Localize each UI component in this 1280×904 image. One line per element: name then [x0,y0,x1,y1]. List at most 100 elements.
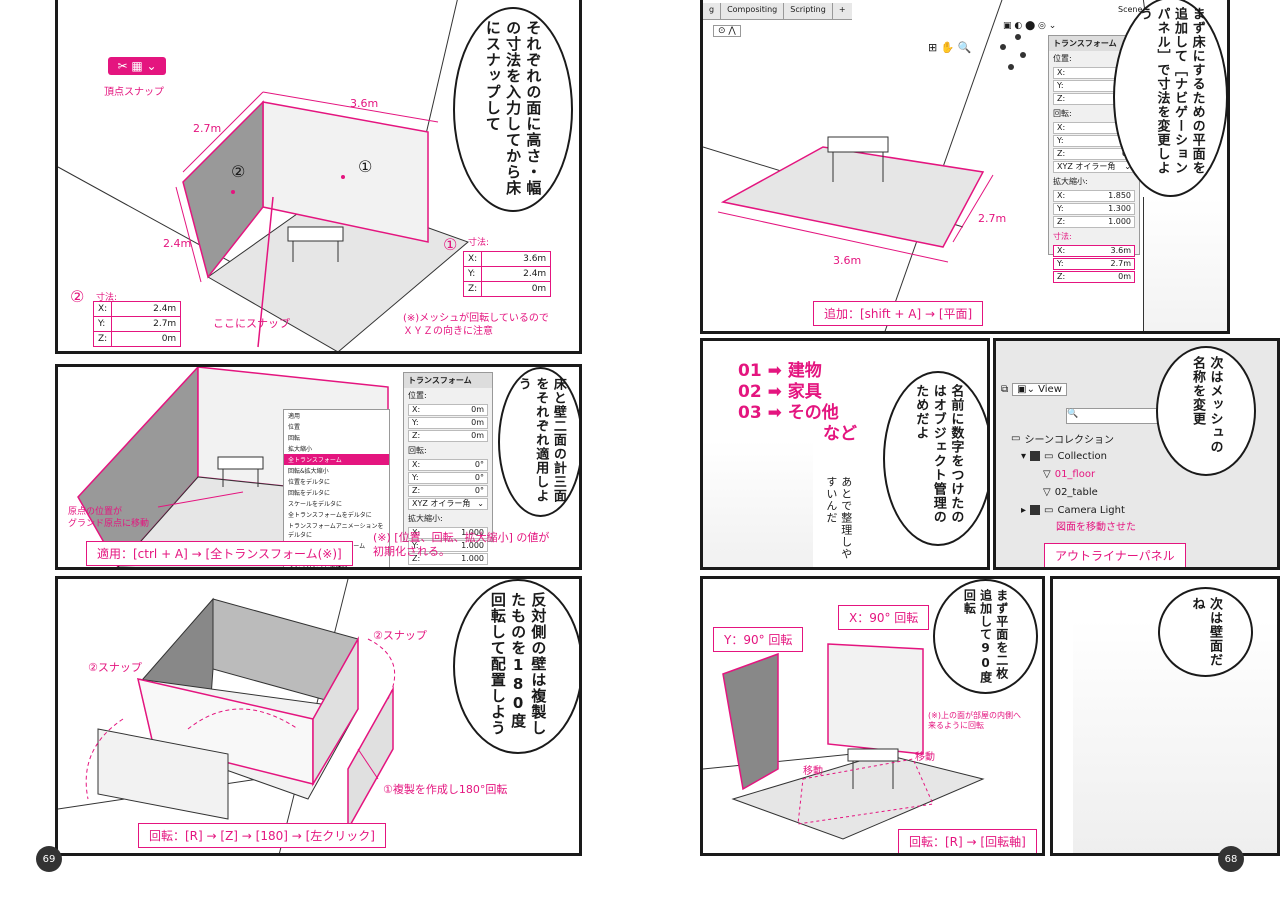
add-plane-caption: 追加：[shift + A] → [平面] [813,301,984,326]
camera-light-row[interactable]: ▸ ▭ Camera Light [1021,504,1125,516]
dim-table-1-title: 寸法: [468,238,490,248]
snap-label: 頂点スナップ [104,87,164,98]
move-label-1: 移動 [803,766,823,777]
speech-bubble: 床と壁二面の計三面をそれぞれ適用しよう [498,367,579,517]
outliner-search[interactable]: 🔍 [1066,408,1168,424]
left-panel-1: ✂ ▦ ⌄ 頂点スナップ 3.6m 2.7m 2.4m ① ② それぞれの面に高… [55,0,582,354]
page-number-69: 69 [36,846,62,872]
shading-toolbar: ▣ ◐ ⬤ ◎ ⌄ [1003,21,1057,31]
menu-item[interactable]: 位置をデルタに [288,479,331,486]
bubble-text: 反対側の壁は複製したものを180度回転して配置しよう [488,591,548,736]
page-number-68: 68 [1218,846,1244,872]
speech-bubble: まず平面を二枚追加して90度回転 [933,579,1038,694]
dim-height-label: 2.4m [163,237,192,250]
tab-add[interactable]: + [838,5,846,14]
speech-bubble: 次はメッシュの名称を変更 [1156,346,1256,476]
rotate-caption: 回転：[R] → [Z] → [180] → [左クリック] [138,823,386,848]
bubble-text: 床と壁二面の計三面をそれぞれ適用しよう [515,377,566,503]
apply-caption: 適用：[ctrl + A] → [全トランスフォーム(※)] [86,541,353,566]
bubble-text: それぞれの面に高さ・幅の寸法を入力してから床にスナップして [483,19,543,196]
rotation-note: (※)メッシュが回転しているので ＸＹＺの向きに注意 [403,313,549,337]
dim-table-2-title: 寸法: [96,293,118,303]
bubble-text: まず平面を二枚追加して90度回転 [962,589,1009,684]
right-panel-4: X：90° 回転 Y：90° 回転 まず平面を二枚追加して90度回転 (※)上の… [700,576,1045,856]
apply-note: (※) [位置、回転、拡大縮小] の値が 初期化される。 [373,531,550,559]
bubble-text: 名前に数字をつけたのはオブジェクト管理のためだよ [913,383,964,524]
bubble-text: 次はメッシュの名称を変更 [1190,356,1223,454]
naming-list: 01 ➡ 建物 02 ➡ 家具 03 ➡ その他 など [738,361,857,444]
tab-scripting[interactable]: Scripting [784,3,833,19]
menu-item[interactable]: 回転 [288,435,301,442]
outliner-caption: アウトライナーパネル [1044,543,1186,567]
apply-menu[interactable]: 適用 位置 回転 拡大縮小 全トランスフォーム 回転&拡大縮小 位置をデルタに … [283,409,390,570]
transform-panel-left: トランスフォーム 位置: X:0m Y:0m Z:0m 回転: X:0° Y:0… [403,372,493,565]
rotate-axis-caption: 回転：[R] → [回転軸] [898,829,1037,853]
table-row[interactable]: ▽ 02_table [1043,486,1098,498]
snap-left-label: ②スナップ [88,661,142,674]
viewport-toolbar: ⊙ ⋀ [713,25,741,37]
dim-table-1-num: ① [443,235,458,254]
dim-table-2-num: ② [70,287,85,306]
right-panel-2: 01 ➡ 建物 02 ➡ 家具 03 ➡ その他 など 名前に数字をつけたのはオ… [700,338,990,570]
tab-compositing[interactable]: Compositing [721,3,785,19]
dim-x-label: 3.6m [833,254,862,267]
x-rotate-label: X：90° 回転 [838,605,930,630]
tab[interactable]: g [703,3,722,19]
speech-bubble: 次は壁面だね [1158,587,1253,677]
aside-text: あとで整理しやすいんだ [824,476,853,560]
transform-header: トランスフォーム [404,373,492,388]
floor-row[interactable]: ▽ 01_floor [1043,468,1096,480]
rotation-direction-note: (※)上の面が部屋の内側へ 来るように回転 [928,711,1021,731]
collection-row[interactable]: ▾ ▭ Collection [1021,450,1107,462]
snap-right-label: ②スナップ [373,629,427,642]
move-label-2: 移動 [915,752,935,763]
scene-label[interactable]: Scene [1118,5,1143,14]
snap-icon: ✂ ▦ ⌄ [108,57,166,75]
speech-bubble: 反対側の壁は複製したものを180度回転して配置しよう [453,579,579,754]
snap-here-label: ここにスナップ [213,317,290,330]
left-panel-2: 適用 位置 回転 拡大縮小 全トランスフォーム 回転&拡大縮小 位置をデルタに … [55,364,582,570]
menu-item[interactable]: 全トランスフォームをデルタに [288,512,372,519]
character-portrait [703,441,813,567]
face-2-label: ② [231,162,246,181]
bubble-text: 次は壁面だね [1189,597,1223,667]
speech-bubble: 名前に数字をつけたのはオブジェクト管理のためだよ [883,371,987,546]
left-panel-3: ②スナップ ②スナップ ①複製を作成し180°回転 反対側の壁は複製したものを1… [55,576,582,856]
origin-note: 原点の位置が グランド原点に移動 [68,507,150,529]
apply-menu-title: 適用 [288,413,301,420]
menu-item-all-transforms[interactable]: 全トランスフォーム [284,454,389,465]
duplicate-note: ①複製を作成し180°回転 [383,783,508,796]
view-dropdown[interactable]: ▣⌄ View [1012,383,1067,396]
duplicate-illustration [58,579,396,853]
dim-width-label: 3.6m [350,97,379,110]
dim-table-1: X:3.6m Y:2.4m Z:0m [462,251,552,297]
right-panel-1: g Compositing Scripting + Scene ⊙ ⋀ ▣ ◐ … [700,0,1230,334]
dim-depth-label: 2.7m [193,122,222,135]
transform-header: トランスフォーム [1049,36,1139,51]
speech-bubble: それぞれの面に高さ・幅の寸法を入力してから床にスナップして [453,7,573,212]
blender-tabs: g Compositing Scripting + [703,3,852,20]
outliner-toolbar: ⧉ ▣⌄ View [1001,383,1067,396]
scene-collection-row[interactable]: ▭ シーンコレクション [1011,432,1114,446]
right-panel-3: ⧉ ▣⌄ View 🔍 ▭ シーンコレクション ▾ ▭ Collection ▽… [993,338,1280,570]
walls-illustration [703,643,985,840]
right-panel-5: 次は壁面だね [1050,576,1280,856]
menu-item[interactable]: 回転をデルタに [288,490,331,497]
copy-icon[interactable]: ⧉ [1001,384,1009,395]
bubble-text: まず床にするための平面を追加して［ナビゲーションパネル］で寸法を変更しよう [1136,7,1205,175]
face-1-label: ① [358,157,373,176]
menu-item[interactable]: スケールをデルタに [288,501,343,508]
room-illustration [58,0,469,351]
character-portrait [1143,197,1227,331]
menu-item[interactable]: 位置 [288,424,301,431]
dim-table-2: X:2.4m Y:2.7m Z:0m [92,301,182,347]
menu-item[interactable]: 回転&拡大縮小 [288,468,329,475]
menu-item[interactable]: 拡大縮小 [288,446,313,453]
outliner-list: ▭ シーンコレクション ▾ ▭ Collection ▽ 01_floor ▽ … [1011,429,1276,519]
dim-y-label: 2.7m [978,212,1007,225]
menu-item[interactable]: トランスフォームアニメーションをデルタに [288,523,384,539]
nav-gizmo-icon[interactable]: ⊞ ✋ 🔍 [928,41,972,54]
menu-item[interactable]: インスタンスを実体化 [288,565,348,570]
speech-bubble: まず床にするための平面を追加して［ナビゲーションパネル］で寸法を変更しよう [1113,0,1227,197]
moved-note: 図面を移動させた [1056,522,1136,533]
